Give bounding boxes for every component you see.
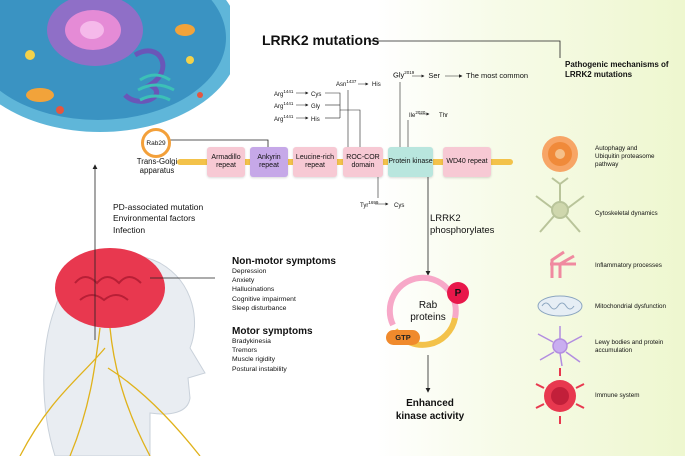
mechanism-inflammatory: Inflammatory processes xyxy=(595,262,662,269)
mutation-g2019s: Gly2019 Ser xyxy=(393,70,441,80)
neuron-icon xyxy=(535,177,585,233)
immune-cell-icon xyxy=(535,368,585,424)
nucleolus-core xyxy=(80,21,104,39)
golgi xyxy=(137,73,175,102)
symptom-item: Sleep disturbance xyxy=(232,304,287,312)
non-motor-symptoms: Non-motor symptoms Depression Anxiety Ha… xyxy=(232,256,336,313)
symptom-item: Depression xyxy=(232,268,267,275)
rab29-connector xyxy=(168,139,269,147)
head-illustration xyxy=(19,248,206,456)
risk-factor: PD-associated mutation xyxy=(113,202,204,212)
symptom-item: Postural instability xyxy=(232,365,287,373)
trans-golgi-label: Trans-Golgi apparatus xyxy=(136,157,178,176)
non-motor-heading: Non-motor symptoms xyxy=(232,256,336,267)
cell-illustration xyxy=(0,0,230,132)
pathogenic-mechanisms-title: Pathogenic mechanisms of LRRK2 mutations xyxy=(565,60,669,80)
nerves xyxy=(19,327,201,456)
symptom-item: Cognitive impairment xyxy=(232,295,296,303)
vesicle xyxy=(25,50,35,60)
domain-wd40: WD40 repeat xyxy=(443,147,491,177)
brain xyxy=(55,248,165,328)
rab-proteins-label: Rab proteins xyxy=(410,300,446,323)
risk-factor: Environmental factors xyxy=(113,213,196,224)
most-common-label: The most common xyxy=(466,71,529,80)
symptom-item: Muscle rigidity xyxy=(232,356,276,364)
domain-roc-cor: ROC-COR domain xyxy=(343,147,383,177)
phosphate-badge: P xyxy=(447,282,469,304)
mechanism-immune: Immune system xyxy=(595,392,640,399)
enhanced-kinase-label: Enhanced kinase activity xyxy=(395,398,465,422)
mitochondrion-icon xyxy=(537,295,583,317)
domain-ankyrin: Ankyrin repeat xyxy=(250,147,288,177)
r1441-connector xyxy=(325,92,361,147)
mitochondrion-shape xyxy=(175,24,195,36)
mechanism-mitochondrial: Mitochondrial dysfunction xyxy=(595,303,667,310)
mutation-y1699c: Tyr1699 Cys xyxy=(360,200,405,209)
risk-factors: PD-associated mutation Environmental fac… xyxy=(113,202,203,236)
domain-leucine-rich: Leucine-rich repeat xyxy=(293,147,337,177)
mechanism-icons xyxy=(535,136,585,424)
mechanism-cytoskeletal: Cytoskeletal dynamics xyxy=(595,210,658,217)
lysosome-icon xyxy=(542,136,578,172)
motor-heading: Motor symptoms xyxy=(232,326,313,337)
symptom-item: Bradykinesia xyxy=(232,338,271,345)
vesicle xyxy=(186,56,194,64)
risk-factor: Infection xyxy=(113,224,146,235)
symptom-item: Tremors xyxy=(232,347,258,355)
lrrk2-phosphorylates-label: LRRK2 phosphorylates xyxy=(430,213,495,236)
mechanism-autophagy: Autophagy and Ubiquitin proteasome pathw… xyxy=(595,145,655,168)
symptom-item: Hallucinations xyxy=(232,286,275,294)
mutation-n1437h: Asn1437 His xyxy=(336,79,381,88)
main-title: LRRK2 mutations xyxy=(262,32,380,48)
gtp-badge: GTP xyxy=(386,330,420,345)
title-connector xyxy=(368,40,561,58)
brain-folds xyxy=(74,276,142,302)
symptom-item: Anxiety xyxy=(232,277,255,285)
rab29-badge: Rab29 xyxy=(141,128,171,158)
vesicle xyxy=(56,106,64,114)
domain-protein-kinase: Protein kinase xyxy=(388,147,433,177)
mutation-i2020t: Ile2020 Thr xyxy=(409,110,449,119)
mitochondrion-shape xyxy=(26,88,54,102)
mechanism-lewy-bodies: Lewy bodies and protein accumulation xyxy=(595,339,664,354)
mutation-r1441c: Arg1441 Cys xyxy=(274,89,322,98)
microglia-icon xyxy=(537,326,583,367)
antibody-icon xyxy=(550,250,576,278)
motor-symptoms: Motor symptoms Bradykinesia Tremors Musc… xyxy=(232,326,313,374)
vesicle xyxy=(197,92,203,98)
mutation-r1441h: Arg1441 His xyxy=(274,114,320,123)
domain-armadillo: Armadillo repeat xyxy=(207,147,245,177)
mutation-r1441g: Arg1441 Gly xyxy=(274,101,321,110)
